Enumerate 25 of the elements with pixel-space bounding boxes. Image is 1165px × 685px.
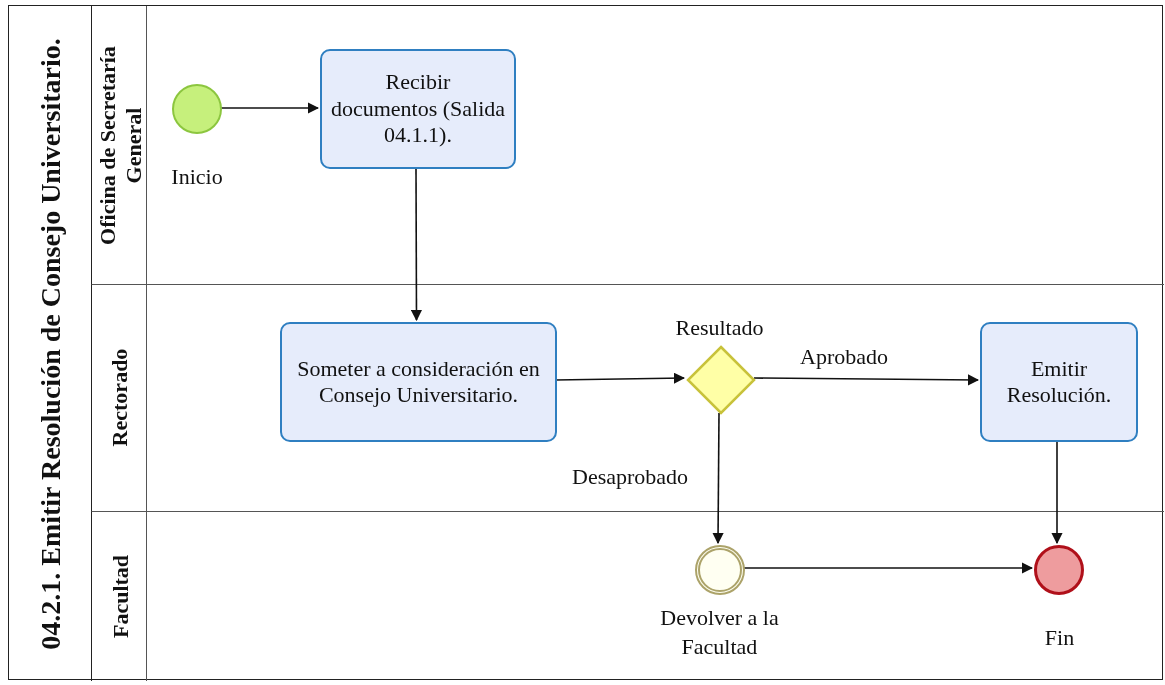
arrow [742, 562, 1034, 574]
event-label: Fin [1043, 624, 1076, 652]
intermediate-event-circle [695, 545, 745, 595]
pool-title: 04.2.1. Emitir Resolución de Consejo Universitario. [32, 36, 67, 652]
arrow [554, 372, 686, 384]
gateway-diamond [686, 345, 756, 415]
arrow [219, 102, 320, 114]
swimlane [91, 284, 1164, 511]
arrow [1051, 439, 1063, 545]
task-box: Emitir Resolución. [980, 322, 1138, 442]
swimlane [91, 511, 1164, 681]
arrow [410, 167, 423, 322]
event-label: Devolver a la Facultad [659, 604, 780, 661]
event-label: Resultado [674, 314, 765, 342]
start-event-circle [172, 84, 222, 134]
lane-label: Oficina de Secretaría General [93, 44, 146, 247]
arrow [712, 412, 724, 545]
pool [8, 5, 1163, 680]
task-box: Recibir documentos (Salida 04.1.1). [320, 49, 516, 169]
lane-label: Rectorado [105, 347, 133, 449]
end-event-circle [1034, 545, 1084, 595]
event-label: Inicio [170, 163, 224, 191]
arrow [753, 374, 980, 386]
lane-label: Facultad [105, 553, 133, 640]
task-box: Someter a consideración en Consejo Universitario. [280, 322, 557, 442]
